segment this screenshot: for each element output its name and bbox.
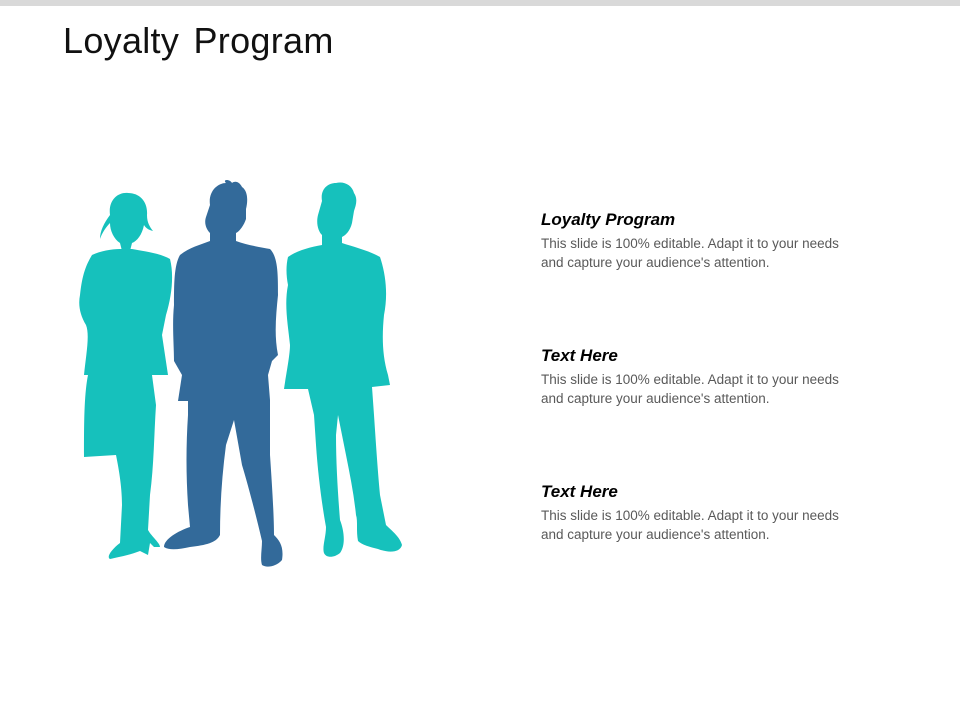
body-line-1: This slide is 100% editable. Adapt it to… <box>541 236 839 251</box>
woman-silhouette-icon <box>79 192 173 559</box>
body-line-2: and capture your audience's attention. <box>541 526 770 542</box>
body-line-1: This slide is 100% editable. Adapt it to… <box>541 508 839 523</box>
body-line-2: and capture your audience's attention. <box>541 390 770 406</box>
top-bar <box>0 0 960 6</box>
man-right-silhouette-icon <box>284 182 402 557</box>
page-title: Loyalty Program <box>63 20 334 61</box>
body-line-2: and capture your audience's attention. <box>541 254 770 270</box>
info-block-loyalty-program: Loyalty Program This slide is 100% edita… <box>541 209 881 272</box>
body-line-1: This slide is 100% editable. Adapt it to… <box>541 372 839 387</box>
info-block-text-here-1: Text Here This slide is 100% editable. A… <box>541 345 881 408</box>
info-block-title: Loyalty Program <box>541 210 676 229</box>
info-block-body: This slide is 100% editable. Adapt it to… <box>541 235 881 272</box>
info-block-body: This slide is 100% editable. Adapt it to… <box>541 507 881 544</box>
man-center-silhouette-icon <box>164 180 283 567</box>
info-block-title: Text Here <box>541 482 618 501</box>
people-silhouettes-illustration <box>70 175 410 575</box>
info-block-text-here-2: Text Here This slide is 100% editable. A… <box>541 481 881 544</box>
info-block-title: Text Here <box>541 346 618 365</box>
info-block-body: This slide is 100% editable. Adapt it to… <box>541 371 881 408</box>
